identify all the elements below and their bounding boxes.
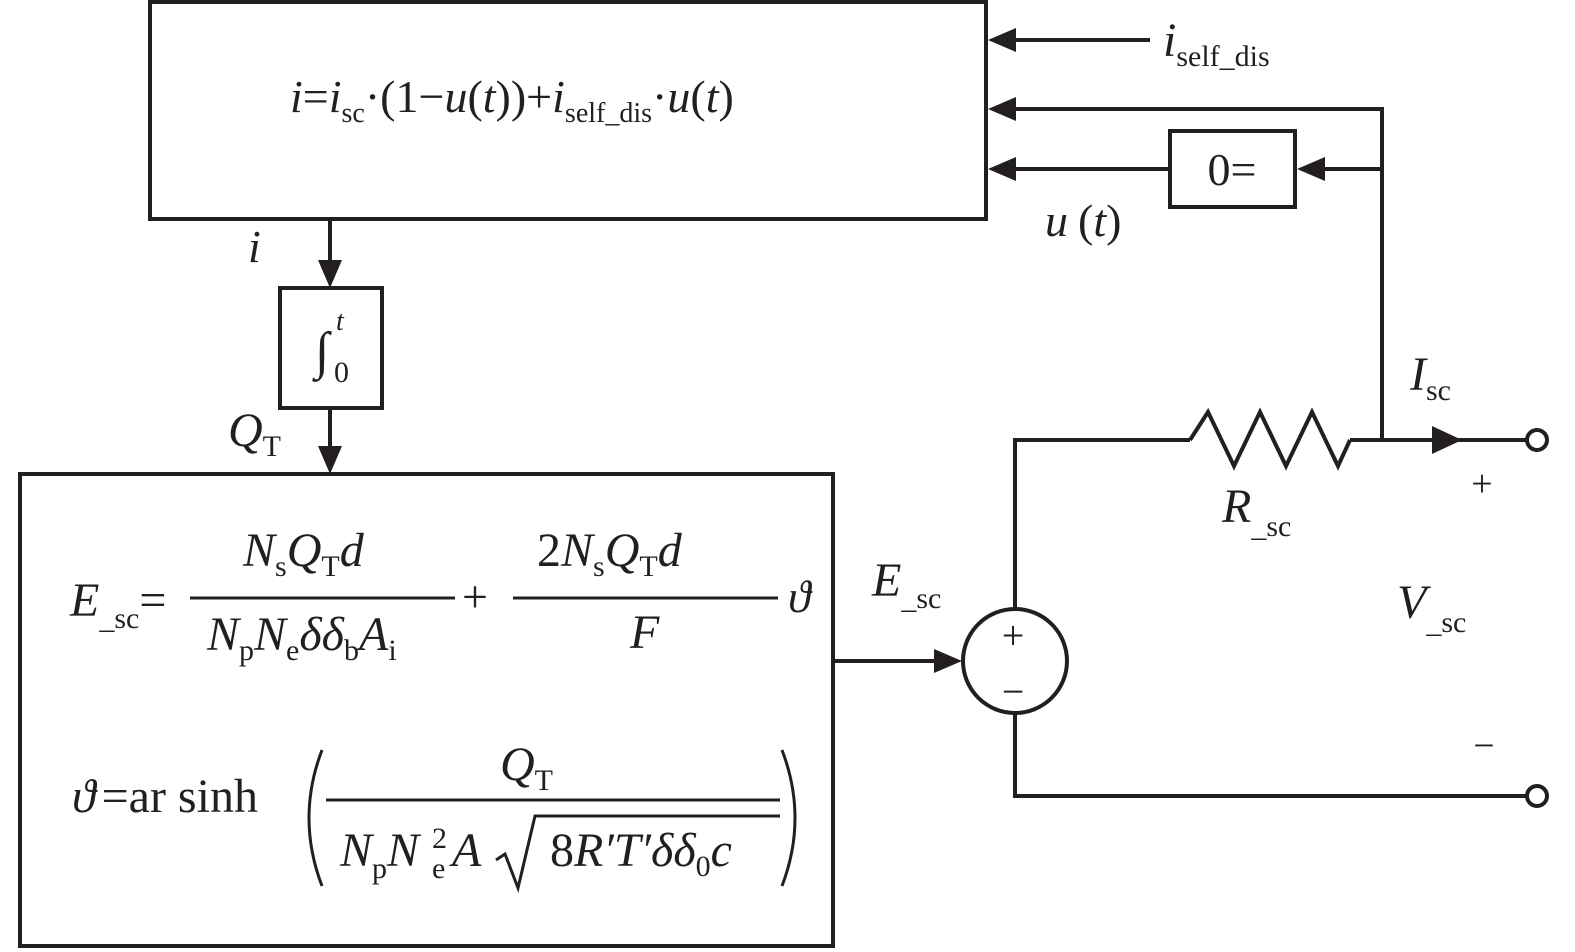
negative-terminal (1525, 784, 1549, 808)
esc-label: E_sc (871, 554, 941, 615)
plus-sign: + (462, 571, 488, 622)
integral-symbol: ∫ (312, 323, 332, 382)
fraction1-numerator: NsQTd (242, 524, 365, 583)
u-signal-arrowhead (988, 157, 1016, 181)
feedback-arrowhead (988, 97, 1016, 121)
u-t-label: u(t) (1045, 195, 1121, 246)
compare-input-arrowhead (1297, 157, 1325, 181)
i-output-arrowhead (318, 260, 342, 288)
source-minus: − (1002, 669, 1025, 714)
esc-equation: E_sc= NsQTd NpNeδδbAi + 2NsQTd F ϑ (69, 524, 813, 667)
terminal-plus: + (1471, 463, 1492, 505)
ne-superscript: 2 (432, 822, 447, 855)
theta-symbol-1: ϑ (788, 571, 813, 622)
resistor (1188, 407, 1352, 471)
q-arrowhead (318, 446, 342, 474)
fraction2-numerator: 2NsQTd (537, 524, 683, 583)
sqrt-sign (495, 814, 780, 894)
feedback-line (1012, 107, 1384, 440)
integral-upper-limit: t (336, 306, 345, 337)
area-symbol: A (449, 824, 482, 877)
current-equation: i=isc·(1−u(t))+iself_dis·u(t) (290, 71, 734, 129)
bottom-wire (1013, 713, 1526, 798)
current-arrowhead (1432, 426, 1462, 454)
voltage-equation-block (18, 472, 835, 948)
self-dis-arrowhead (988, 28, 1016, 52)
qt-label: QT (228, 404, 281, 463)
left-paren (307, 749, 324, 887)
self-dis-label: iself_dis (1163, 14, 1270, 73)
theta-equation: ϑ=ar sinh QT NpN 2 e A 8R′T′δδ0c (72, 738, 797, 894)
sqrt-content: 8R′T′δδ0c (550, 824, 732, 883)
current-equation-block (148, 0, 988, 221)
fraction2-denominator: F (629, 606, 660, 659)
esc-lhs: E_sc= (69, 574, 166, 635)
fraction1-denominator: NpNeδδbAi (206, 608, 397, 667)
integral-lower-limit: 0 (334, 356, 349, 389)
ne-subscript: e (432, 852, 445, 885)
source-plus: + (1002, 613, 1025, 658)
terminal-minus: − (1473, 725, 1494, 767)
voltage-label: V_sc (1397, 576, 1466, 639)
resistor-label: R_sc (1221, 480, 1291, 543)
integrator-block (278, 286, 384, 410)
compare-block (1168, 129, 1297, 209)
fraction3-denominator-left: NpN (339, 824, 422, 885)
positive-terminal (1525, 428, 1549, 452)
theta-lhs: ϑ=ar sinh (72, 770, 258, 823)
compare-label: 0= (1208, 144, 1257, 195)
i-output-label: i (248, 221, 261, 272)
esc-signal-arrowhead (934, 649, 962, 673)
fraction3-numerator: QT (500, 738, 553, 797)
right-paren (780, 749, 797, 887)
top-wire (1013, 438, 1190, 609)
current-label: Isc (1409, 348, 1451, 407)
